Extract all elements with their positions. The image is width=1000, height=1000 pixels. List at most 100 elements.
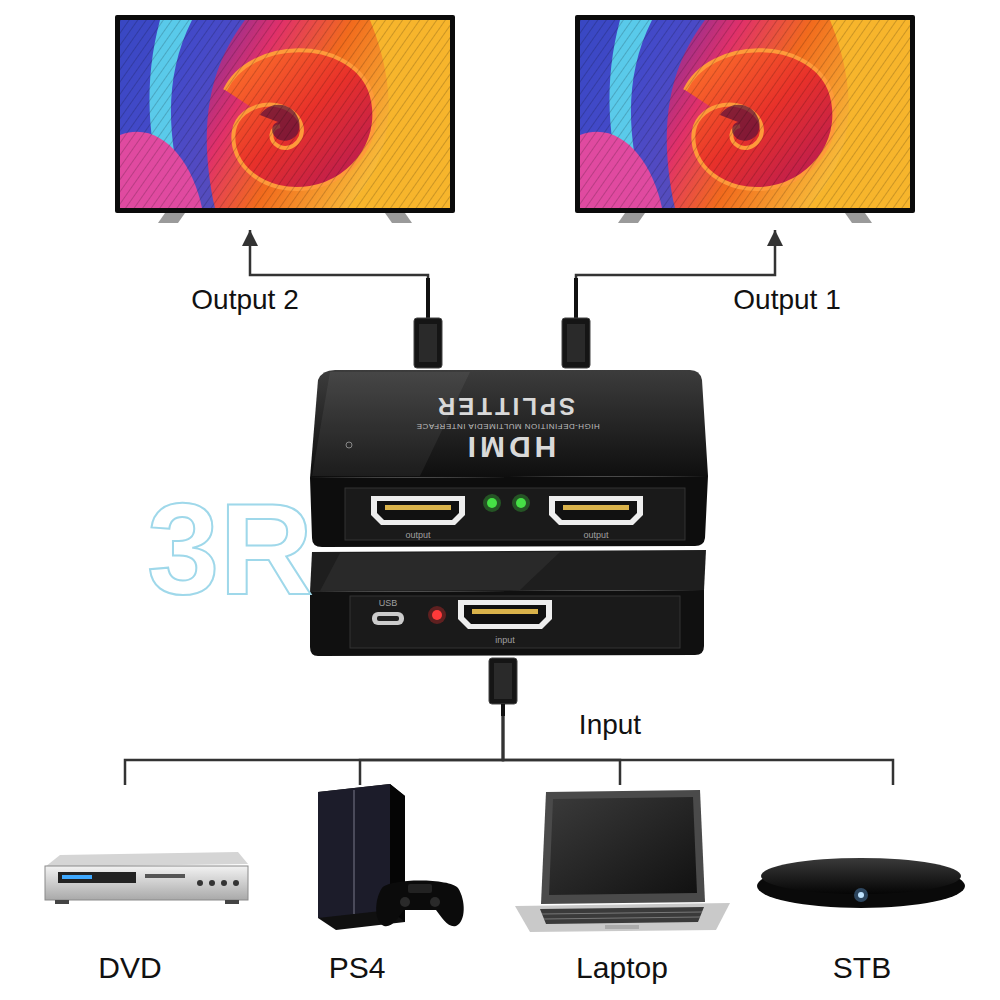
ps4-console — [318, 784, 464, 930]
plug-grip — [567, 324, 585, 362]
green-led — [487, 498, 497, 508]
source-device: DVD — [12, 785, 248, 995]
dvd-foot — [225, 900, 239, 904]
output-label: Output 2 — [191, 284, 298, 316]
dvd-button — [221, 880, 227, 886]
tv-left — [115, 15, 455, 223]
connector — [125, 658, 503, 785]
port-label: output — [583, 530, 608, 540]
hdmi-port — [371, 496, 465, 525]
hdmi-splitter: HDMIHIGH-DEFINITION MULTIMEDIA INTERFACE… — [310, 368, 706, 658]
splitter-front — [310, 476, 708, 547]
port-pins — [563, 505, 629, 510]
connector — [360, 658, 503, 785]
tv-screen-art — [120, 20, 450, 208]
tv-stand — [158, 213, 185, 223]
hdmi-port — [549, 496, 643, 525]
port-shell — [371, 496, 465, 525]
tv-screen: Output 1 — [575, 15, 915, 230]
hdmi-plug — [489, 658, 517, 704]
hdmi-cable — [414, 278, 590, 368]
dvd-front — [45, 866, 248, 900]
gloss — [320, 552, 560, 591]
source-device: Laptop — [507, 785, 737, 995]
port-label: output — [405, 530, 430, 540]
tv-bezel — [575, 15, 915, 213]
source-device: STB — [752, 785, 972, 995]
dvd-button — [197, 880, 203, 886]
dvd-display — [58, 872, 136, 883]
laptop-base — [515, 903, 730, 932]
led — [428, 494, 530, 624]
front-panel — [345, 488, 685, 540]
port-hole — [464, 605, 546, 624]
tv-screen-art — [580, 20, 910, 208]
laptop-lid — [541, 790, 705, 904]
tv-bezel — [115, 15, 455, 213]
green-led — [516, 498, 526, 508]
thumbstick — [430, 897, 440, 907]
blue-led — [858, 892, 864, 898]
tv-stand — [618, 213, 645, 223]
device-label: Laptop — [576, 951, 668, 986]
usb-hole — [377, 616, 399, 621]
source-device: PS4 — [267, 785, 447, 995]
set-top-box — [757, 858, 965, 908]
port-hole — [377, 501, 459, 520]
touchpad — [605, 925, 639, 929]
tv-stand — [845, 213, 872, 223]
key-row — [542, 912, 702, 914]
dvd-slot — [145, 874, 185, 878]
port-label: USB — [379, 598, 398, 608]
dvd-button — [209, 880, 215, 886]
screw-mark — [346, 442, 352, 448]
dvd-button — [233, 880, 239, 886]
brand-text: HDMI — [464, 430, 557, 465]
tv-stand — [385, 213, 412, 223]
led-glow — [428, 606, 446, 624]
usb-shell — [372, 612, 404, 625]
tv-screen: Output 2 — [115, 15, 455, 230]
led-glow — [854, 888, 868, 902]
thumbstick — [400, 897, 410, 907]
laptop-screen — [549, 797, 697, 895]
port-hole — [555, 501, 637, 520]
laptop-keyboard — [540, 907, 704, 924]
port-pins — [385, 505, 451, 510]
cable — [574, 278, 578, 320]
tv-right — [575, 15, 915, 223]
dvd-foot — [55, 900, 69, 904]
front-panel — [350, 596, 680, 648]
ps4-slit — [353, 790, 355, 914]
splitter-lower-front — [310, 590, 704, 656]
port-shell — [458, 600, 552, 629]
connector — [503, 658, 893, 785]
hdmi-port — [458, 600, 552, 629]
splitter-body — [310, 370, 708, 656]
hdmi-cable — [489, 658, 517, 716]
port-label: input — [495, 635, 515, 645]
ps4-controller — [376, 881, 464, 927]
dvd-display-glow — [62, 875, 92, 879]
input-label: Input — [579, 709, 641, 741]
hdmi-plug — [414, 318, 442, 368]
dvd-player — [45, 852, 248, 904]
splitter-top — [310, 370, 708, 478]
device-label: STB — [833, 951, 891, 986]
red-led — [432, 610, 442, 620]
product-text: SPLITTER — [435, 392, 575, 420]
port-shell — [549, 496, 643, 525]
port-pins — [472, 609, 538, 614]
usb-port — [372, 612, 404, 625]
splitter-lower-top — [310, 550, 706, 592]
device-label: PS4 — [329, 951, 386, 986]
plug-grip — [419, 324, 437, 362]
hdmi-plug — [562, 318, 590, 368]
key-row — [544, 917, 700, 919]
led-glow — [483, 494, 501, 512]
watermark: 3R — [147, 475, 313, 625]
cable — [501, 704, 505, 716]
plug-grip — [494, 663, 512, 699]
device-label: DVD — [98, 951, 161, 986]
brand-subtitle: HIGH-DEFINITION MULTIMEDIA INTERFACE — [416, 421, 600, 430]
